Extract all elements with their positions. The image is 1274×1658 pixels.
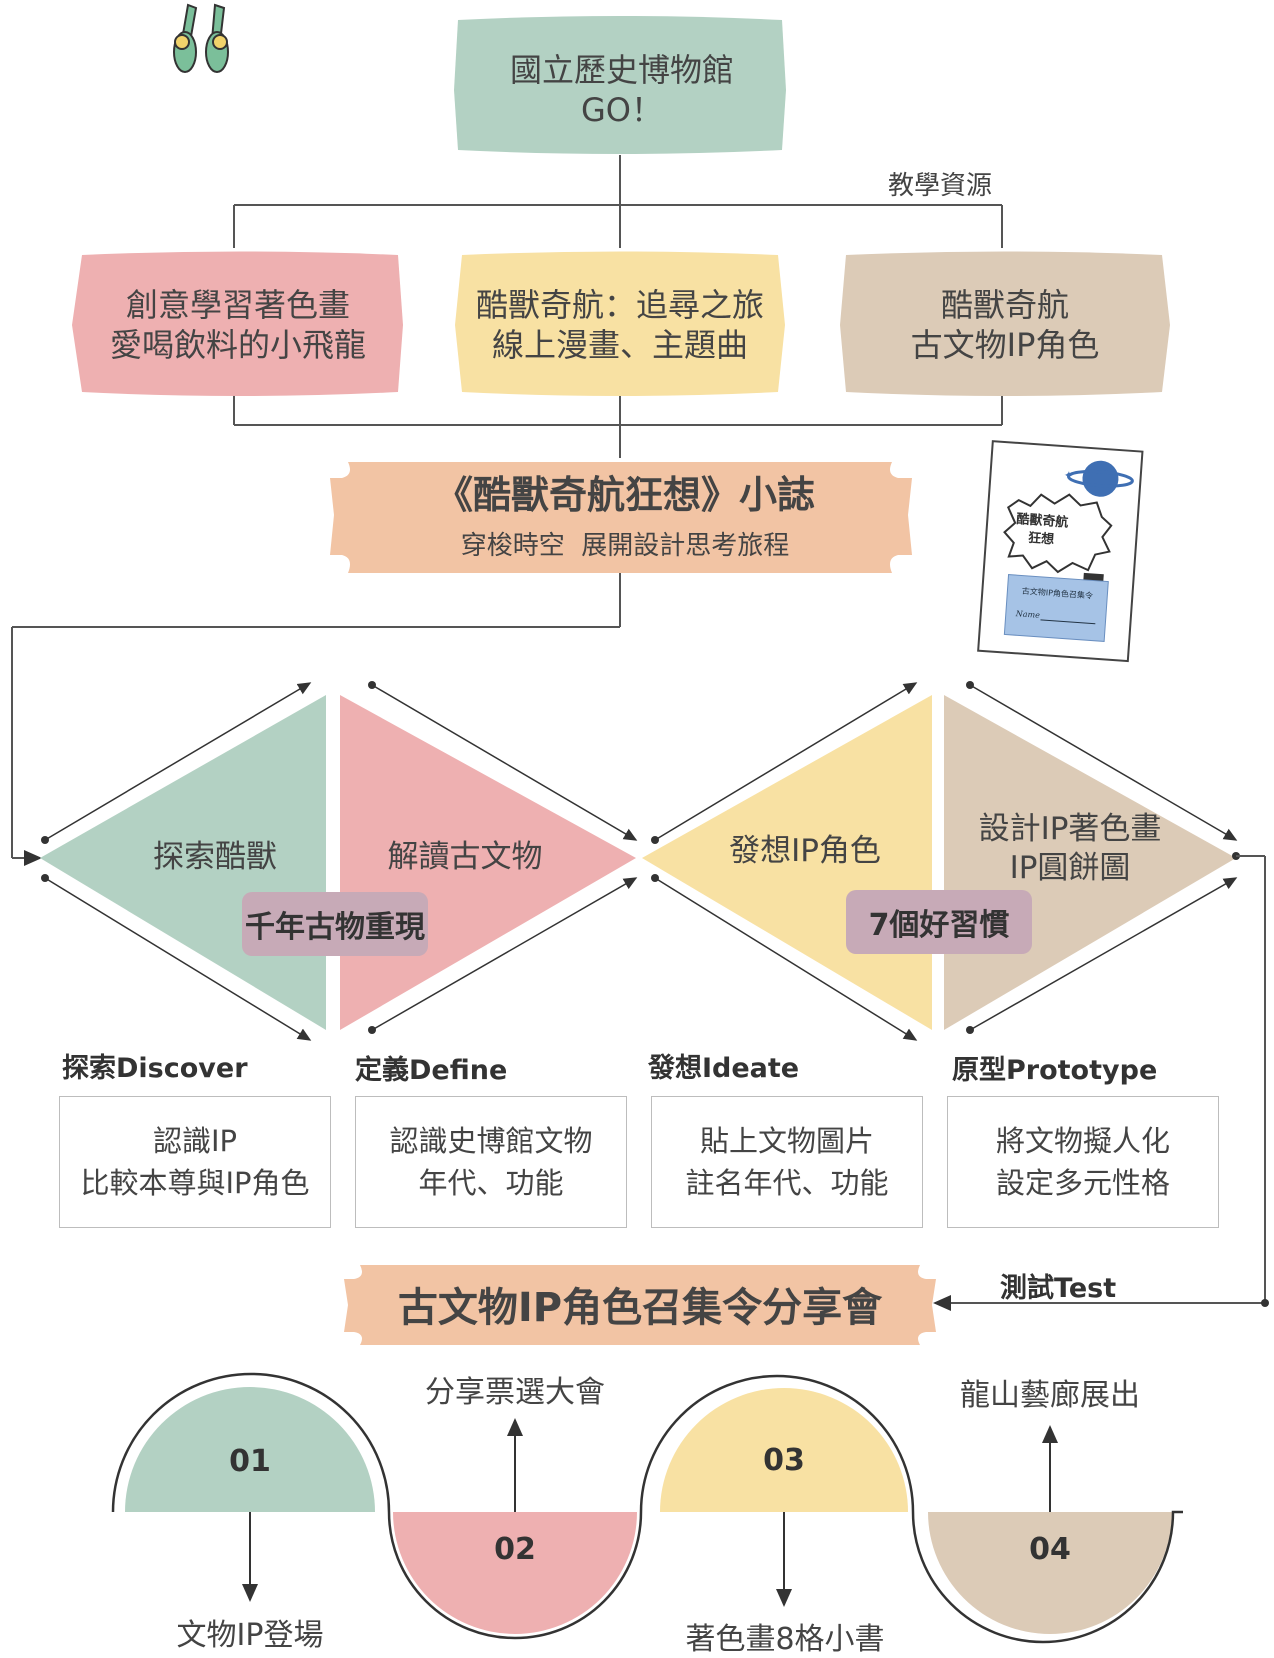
diamond-prototype-label-line1: 設計IP著色畫	[978, 811, 1162, 847]
booklet-title-line1: 酷獸奇航	[1016, 511, 1069, 531]
resource-box-1-shape	[72, 251, 403, 396]
phase-desc-define-line1: 認識史博館文物	[389, 1123, 593, 1158]
resource-label: 教學資源	[887, 171, 992, 201]
phase-desc-discover-line2: 比較本尊與IP角色	[80, 1166, 310, 1200]
phase-desc-discover: 認識IP 比較本尊與IP角色	[59, 1096, 331, 1228]
booklet-name-label: Name	[1015, 609, 1041, 620]
phase-desc-discover-line1: 認識IP	[152, 1123, 238, 1158]
timeline-num-01: 01	[229, 1444, 271, 1479]
diamond-prototype-label: 設計IP著色畫 IP圓餅圖	[955, 810, 1185, 888]
phase-title-ideate: 發想Ideate	[648, 1053, 800, 1084]
zine-box-shape	[330, 462, 912, 573]
timeline-num-03: 03	[763, 1443, 805, 1478]
share-title: 古文物IP角色召集令分享會	[397, 1285, 883, 1331]
resource-box-3: 酷獸奇航 古文物IP角色	[840, 285, 1170, 365]
resource-box-3-line2: 古文物IP角色	[910, 326, 1100, 364]
top-box-line2: GO！	[581, 91, 663, 129]
booklet-title-line2: 狂想	[1028, 530, 1055, 548]
zine-booklet-illustration: ✦ 酷獸奇航 狂想 古文物IP角色召集令 Name	[977, 440, 1144, 663]
timeline-label-03: 著色畫8格小書	[685, 1622, 885, 1657]
phase-desc-define-line2: 年代、功能	[418, 1166, 564, 1200]
resource-box-2-line1: 酷獸奇航：追尋之旅	[475, 286, 764, 324]
timeline-label-02: 分享票選大會	[425, 1375, 605, 1410]
timeline-arrows	[242, 1418, 1058, 1607]
resource-box-3-shape	[840, 251, 1170, 396]
booklet-card-label: 古文物IP角色召集令	[1022, 586, 1094, 601]
phase-desc-prototype: 將文物擬人化 設定多元性格	[947, 1096, 1219, 1228]
phase-desc-ideate-line1: 貼上文物圖片	[699, 1123, 874, 1158]
timeline-wave	[111, 1372, 1183, 1644]
test-label: 測試Test	[1000, 1273, 1117, 1304]
phase-desc-ideate-line2: 註名年代、功能	[685, 1166, 889, 1200]
resource-box-1: 創意學習著色畫 愛喝飲料的小飛龍	[74, 285, 402, 365]
timeline-num-04: 04	[1029, 1532, 1071, 1567]
timeline-label-04: 龍山藝廊展出	[960, 1378, 1140, 1413]
phase-desc-ideate: 貼上文物圖片 註名年代、功能	[651, 1096, 923, 1228]
resource-box-1-line1: 創意學習著色畫	[125, 286, 350, 324]
test-loop-connector	[933, 855, 1266, 1311]
svg-text:✦: ✦	[1063, 468, 1074, 483]
share-box-shape	[344, 1265, 936, 1345]
top-box: 國立歷史博物館 GO！	[458, 50, 786, 130]
resource-box-2: 酷獸奇航：追尋之旅 線上漫畫、主題曲	[455, 285, 785, 365]
resource-box-2-line2: 線上漫畫、主題曲	[491, 326, 748, 364]
diamond-discover-label: 探索酷獸	[153, 839, 277, 875]
top-box-shape	[454, 16, 786, 154]
top-connectors	[11, 155, 1003, 866]
phase-title-prototype: 原型Prototype	[952, 1055, 1158, 1086]
phase-title-define: 定義Define	[355, 1055, 508, 1086]
tag-seven-habits: 7個好習慣	[846, 890, 1032, 954]
resource-box-2-shape	[455, 251, 785, 396]
diamond-ideate-label: 發想IP角色	[729, 833, 881, 869]
zine-title: 《酷獸奇航狂想》小誌	[434, 473, 815, 517]
phase-desc-prototype-line2: 設定多元性格	[995, 1166, 1170, 1200]
timeline-label-01: 文物IP登場	[176, 1618, 324, 1653]
diamond-define-label: 解讀古文物	[387, 839, 543, 875]
top-box-line1: 國立歷史博物館	[509, 51, 734, 89]
mascot-feet-illustration	[173, 3, 229, 73]
diamond-dots	[41, 681, 1240, 1034]
zine-subtitle: 穿梭時空 展開設計思考旅程	[460, 531, 790, 561]
resource-box-3-line1: 酷獸奇航	[940, 286, 1069, 324]
tag-ancient-relics: 千年古物重現	[242, 892, 428, 956]
phase-desc-prototype-line1: 將文物擬人化	[995, 1123, 1170, 1158]
diamond-outline-arrows	[44, 682, 1238, 1041]
phase-desc-define: 認識史博館文物 年代、功能	[355, 1096, 627, 1228]
diamond-prototype-label-line2: IP圓餅圖	[1009, 849, 1131, 886]
phase-title-discover: 探索Discover	[62, 1053, 248, 1084]
timeline-num-02: 02	[494, 1532, 536, 1567]
resource-box-1-line2: 愛喝飲料的小飛龍	[109, 326, 366, 364]
